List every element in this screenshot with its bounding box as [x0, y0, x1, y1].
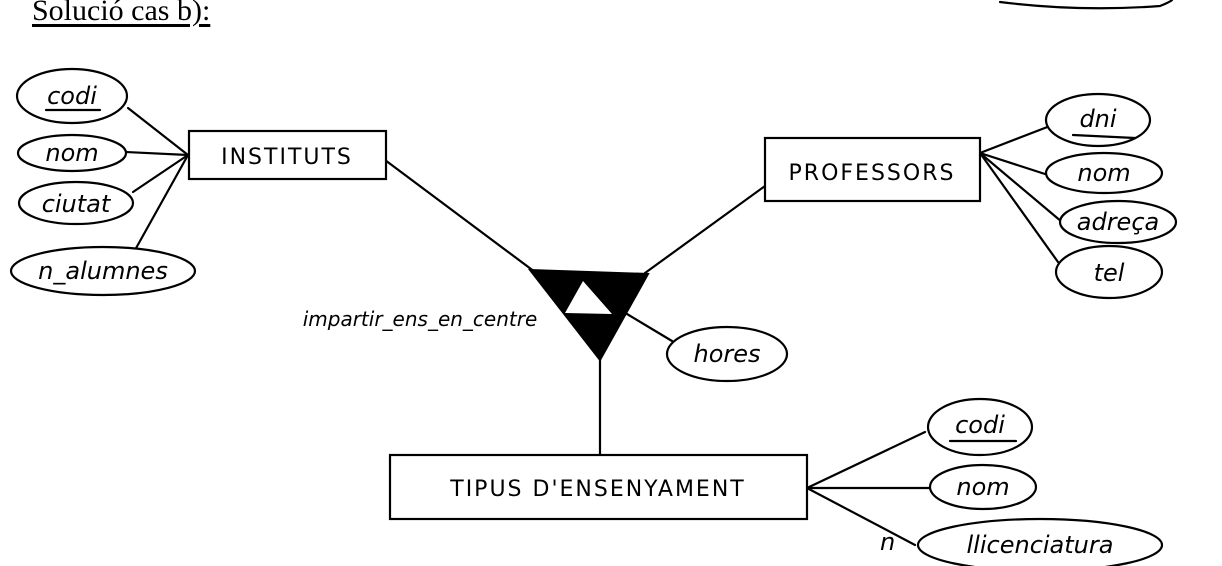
svg-text:nom: nom — [45, 139, 98, 167]
svg-text:n_alumnes: n_alumnes — [38, 257, 168, 285]
svg-text:adreça: adreça — [1077, 208, 1159, 236]
svg-text:PROFESSORS: PROFESSORS — [789, 161, 956, 186]
svg-text:nom: nom — [956, 473, 1009, 501]
attr-prof-dni: dni — [1044, 92, 1152, 148]
attr-prof-tel: tel — [1054, 244, 1164, 300]
svg-text:impartir_ens_en_centre: impartir_ens_en_centre — [303, 307, 538, 331]
relationship-impartir: impartir_ens_en_centre — [303, 268, 650, 362]
svg-text:INSTITUTS: INSTITUTS — [221, 145, 353, 170]
attr-inst-nalumnes: n_alumnes — [9, 245, 197, 297]
svg-text:nom: nom — [1077, 159, 1130, 187]
multivalued-n-label: n — [880, 528, 895, 556]
attr-tipus-codi: codi — [926, 397, 1034, 457]
attr-prof-nom: nom — [1044, 151, 1164, 195]
svg-text:codi: codi — [47, 82, 97, 110]
entity-professors: PROFESSORS — [763, 136, 982, 203]
svg-text:dni: dni — [1079, 105, 1116, 133]
attr-prof-adreca: adreça — [1058, 199, 1178, 245]
attr-inst-nom: nom — [16, 133, 128, 173]
attr-inst-codi: codi — [15, 67, 129, 125]
svg-text:ciutat: ciutat — [42, 190, 112, 218]
svg-text:TIPUS D'ENSENYAMENT: TIPUS D'ENSENYAMENT — [449, 477, 745, 502]
stray-curve — [998, 0, 1174, 10]
svg-text:tel: tel — [1094, 259, 1125, 287]
svg-text:codi: codi — [955, 411, 1005, 439]
attr-rel-hores: hores — [665, 325, 789, 383]
attr-inst-ciutat: ciutat — [17, 180, 135, 226]
svg-text:hores: hores — [693, 340, 760, 368]
attr-tipus-nom: nom — [928, 463, 1038, 511]
entity-instituts: INSTITUTS — [187, 129, 388, 181]
entity-tipus-ensenyament: TIPUS D'ENSENYAMENT — [388, 453, 809, 521]
page-title: Solució cas b): — [32, 0, 211, 27]
attr-tipus-llicenciatura: llicenciatura — [916, 517, 1164, 566]
svg-text:llicenciatura: llicenciatura — [967, 531, 1114, 559]
